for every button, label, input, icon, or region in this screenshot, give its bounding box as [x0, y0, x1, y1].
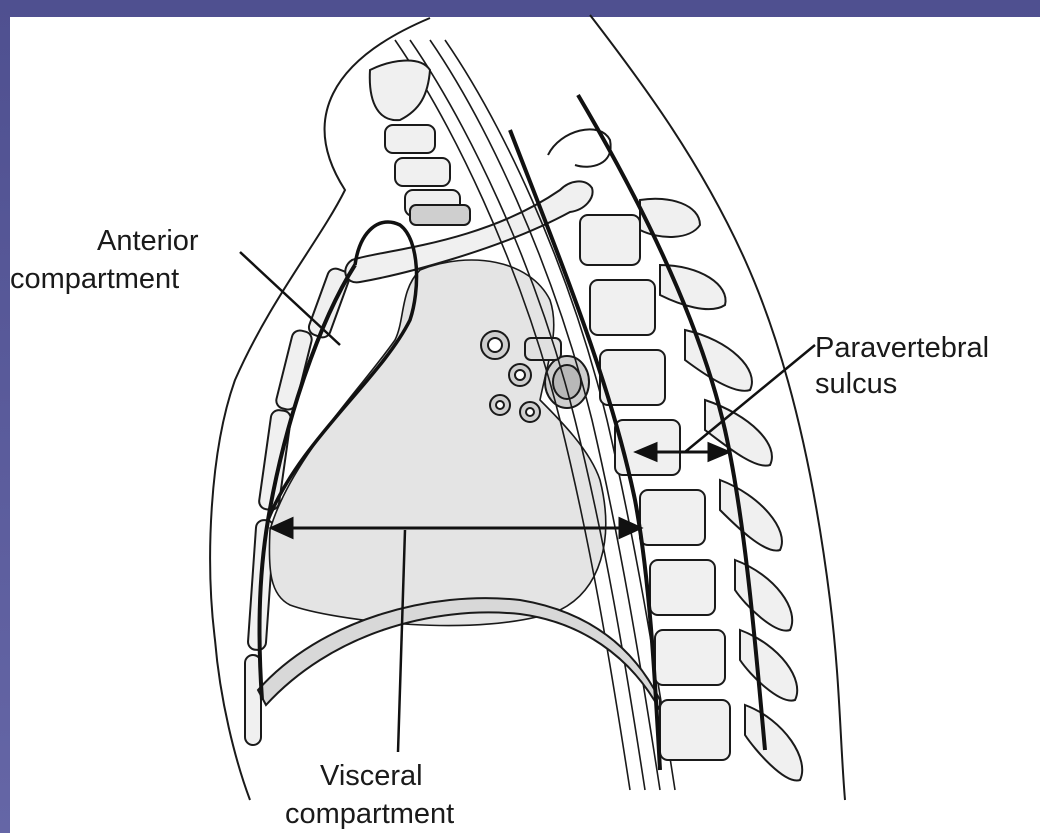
paravertebral-sulcus-arrow — [637, 444, 728, 460]
anterior-label-line2: compartment — [10, 263, 179, 295]
paravertebral-label-line1: Paravertebral — [815, 332, 989, 364]
paravertebral-label-line2: sulcus — [815, 368, 897, 400]
visceral-label-line1: Visceral — [320, 760, 423, 792]
anterior-label-line1: Anterior — [97, 225, 199, 257]
thoracic-spine — [580, 199, 802, 781]
visceral-label-line2: compartment — [285, 798, 454, 830]
